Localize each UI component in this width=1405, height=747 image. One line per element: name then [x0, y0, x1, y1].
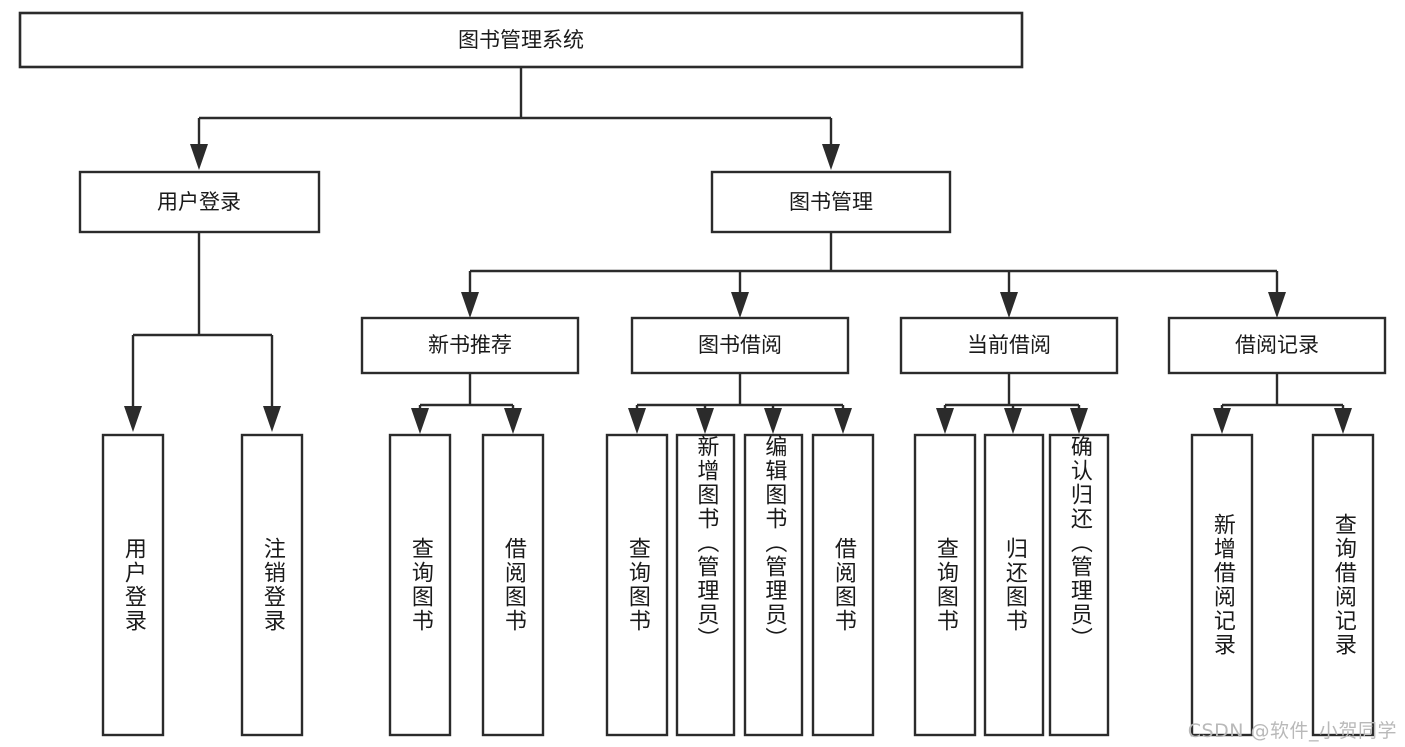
node-root-label: 图书管理系统 [458, 28, 584, 52]
arrow-head-nb-leaf1 [411, 408, 429, 434]
arrow-head-br-leaf2 [1334, 408, 1352, 434]
arrow-head-new-book [461, 292, 479, 318]
arrow-head-book-manage [822, 144, 840, 170]
node-book-borrow-label: 图书借阅 [698, 333, 782, 357]
arrow-head-ul-leaf2 [263, 406, 281, 432]
leaf-box-current-borrow-1[interactable] [913, 433, 977, 737]
node-borrow-record[interactable]: 借阅记录 [1167, 316, 1387, 375]
arrow-head-bb-leaf1 [628, 408, 646, 434]
arrow-head-user-login [190, 144, 208, 170]
node-new-book-box[interactable] [360, 316, 580, 375]
node-current-borrow-label: 当前借阅 [967, 333, 1051, 357]
node-book-manage[interactable]: 图书管理 [710, 170, 952, 234]
arrow-head-bb-leaf3 [764, 408, 782, 434]
arrow-head-borrow-record [1268, 292, 1286, 318]
leaf-box-user-login-1[interactable] [101, 433, 165, 737]
arrow-head-cb-leaf1 [936, 408, 954, 434]
node-root[interactable]: 图书管理系统 [18, 11, 1024, 69]
node-book-manage-label: 图书管理 [789, 190, 873, 214]
node-borrow-record-box[interactable] [1167, 316, 1387, 375]
arrow-head-bb-leaf4 [834, 408, 852, 434]
leaf-box-borrow-record-1[interactable] [1190, 433, 1254, 737]
arrow-head-current-borrow [1000, 292, 1018, 318]
node-new-book[interactable]: 新书推荐 [360, 316, 580, 375]
arrow-head-cb-leaf2 [1004, 408, 1022, 434]
leaf-box-book-borrow-2[interactable] [675, 433, 736, 737]
leaf-box-new-book-1[interactable] [388, 433, 452, 737]
node-current-borrow[interactable]: 当前借阅 [899, 316, 1119, 375]
node-new-book-label: 新书推荐 [428, 333, 512, 357]
node-book-borrow-box[interactable] [630, 316, 850, 375]
node-book-borrow[interactable]: 图书借阅 [630, 316, 850, 375]
watermark-text: CSDN @软件_小贺同学 [1187, 720, 1397, 742]
node-root-box[interactable] [18, 11, 1024, 69]
node-book-manage-box[interactable] [710, 170, 952, 234]
arrow-head-cb-leaf3 [1070, 408, 1088, 434]
arrow-head-bb-leaf2 [696, 408, 714, 434]
leaf-box-current-borrow-3[interactable] [1048, 433, 1110, 737]
node-borrow-record-label: 借阅记录 [1235, 333, 1319, 357]
arrow-head-nb-leaf2 [504, 408, 522, 434]
arrow-head-ul-leaf1 [124, 406, 142, 432]
leaf-box-new-book-2[interactable] [481, 433, 545, 737]
arrow-head-br-leaf1 [1213, 408, 1231, 434]
leaf-box-current-borrow-2[interactable] [983, 433, 1045, 737]
leaf-box-book-borrow-3[interactable] [743, 433, 804, 737]
leaf-box-borrow-record-2[interactable] [1311, 433, 1375, 737]
node-current-borrow-box[interactable] [899, 316, 1119, 375]
leaf-box-book-borrow-4[interactable] [811, 433, 875, 737]
arrow-head-book-borrow [731, 292, 749, 318]
leaf-box-book-borrow-1[interactable] [605, 433, 669, 737]
leaf-box-user-login-2[interactable] [240, 433, 304, 737]
node-user-login[interactable]: 用户登录 [78, 170, 321, 234]
node-user-login-label: 用户登录 [157, 190, 241, 214]
